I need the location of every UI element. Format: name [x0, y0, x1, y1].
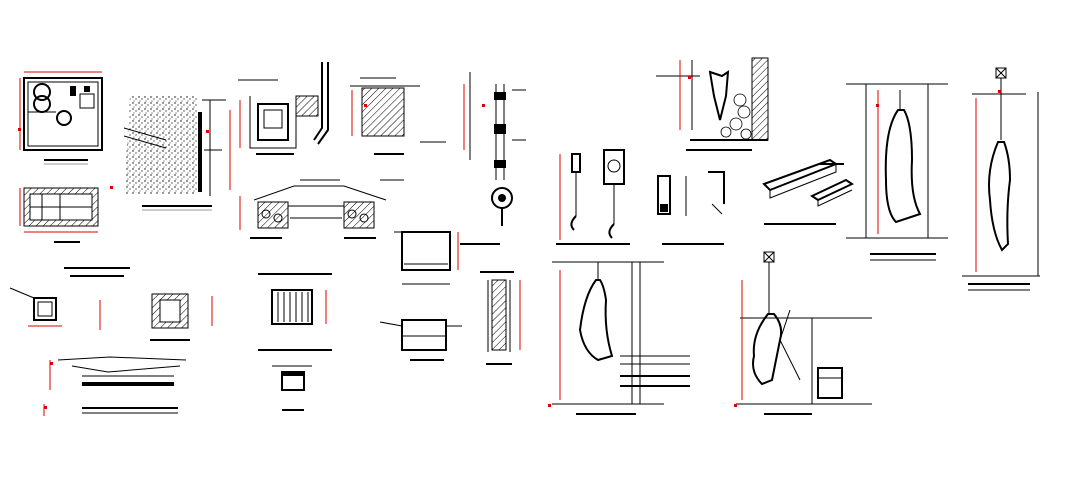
hoist-assembly	[463, 72, 526, 226]
hoisted-carcass-elevation	[962, 67, 1040, 291]
carcass-wall-detail	[656, 57, 769, 151]
hanging-carcass-elevation-1	[552, 261, 690, 415]
dimension-markers	[18, 76, 1001, 409]
rail-isometric	[762, 158, 855, 225]
drain-pit-details	[9, 267, 213, 341]
trap-sections	[379, 231, 500, 361]
column-section	[480, 271, 521, 365]
rail-sections	[657, 171, 725, 245]
tank-plan	[19, 187, 99, 243]
tall-carcass-elevation	[846, 83, 948, 261]
plant-layout-plan	[19, 71, 103, 165]
grate-details	[258, 273, 332, 411]
hanging-carcass-elevation-2	[736, 251, 872, 415]
gutter-profiles	[43, 356, 187, 416]
pit-sections-row1	[238, 62, 446, 155]
channel-section	[239, 179, 404, 239]
retaining-wall-section	[123, 96, 231, 211]
hook-and-scale	[556, 149, 630, 245]
